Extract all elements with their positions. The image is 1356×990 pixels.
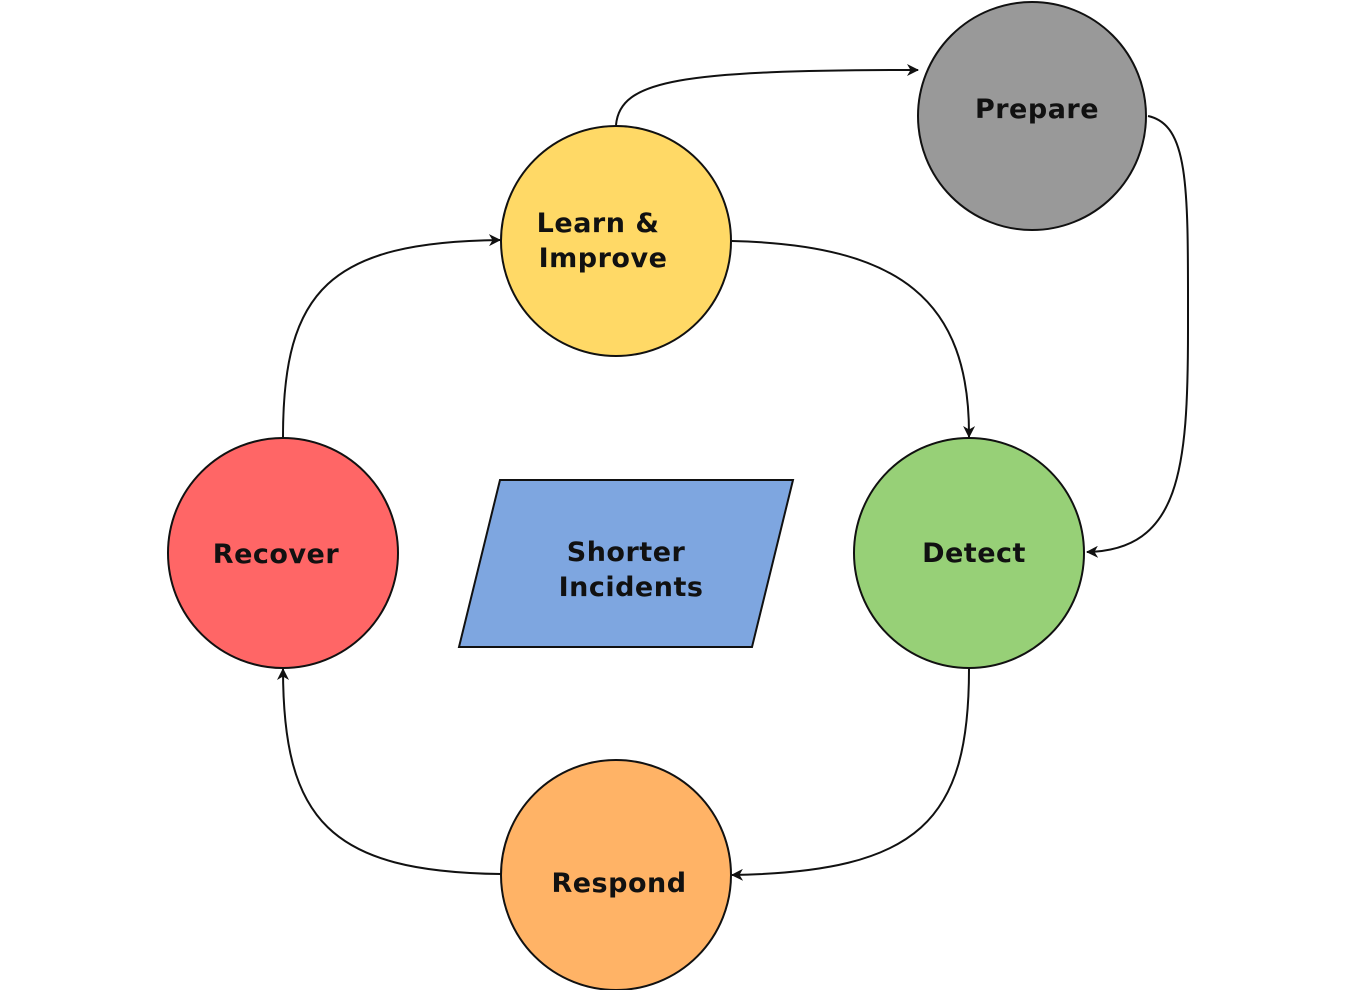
detect-circle	[853, 437, 1085, 669]
node-shorter-incidents-label: Shorter Incidents	[559, 537, 704, 603]
prepare-circle	[917, 1, 1147, 231]
node-prepare-label: Prepare	[975, 94, 1099, 125]
edge-learn-improve-to-detect	[731, 240, 976, 438]
shorter-incidents-parallelogram	[457, 479, 795, 648]
node-detect: Detect	[853, 437, 1085, 669]
edge-respond-to-recover	[277, 668, 502, 875]
node-detect-label: Detect	[922, 538, 1026, 569]
node-respond-label: Respond	[551, 868, 686, 899]
respond-circle	[500, 759, 732, 990]
recover-circle	[167, 437, 399, 669]
node-learn-improve-label: Learn & Improve	[537, 208, 670, 274]
edge-prepare-to-detect	[1086, 115, 1190, 558]
node-respond: Respond	[500, 759, 732, 990]
node-recover-label: Recover	[213, 539, 340, 570]
learn-improve-circle	[500, 125, 732, 357]
node-learn-improve: Learn & Improve	[500, 125, 732, 357]
node-recover: Recover	[167, 437, 399, 669]
edge-learn-improve-to-prepare	[615, 64, 919, 126]
node-prepare: Prepare	[917, 1, 1147, 231]
node-shorter-incidents: Shorter Incidents	[457, 479, 795, 648]
edge-detect-to-respond	[731, 668, 970, 881]
edge-recover-to-learn-improve	[282, 234, 501, 438]
